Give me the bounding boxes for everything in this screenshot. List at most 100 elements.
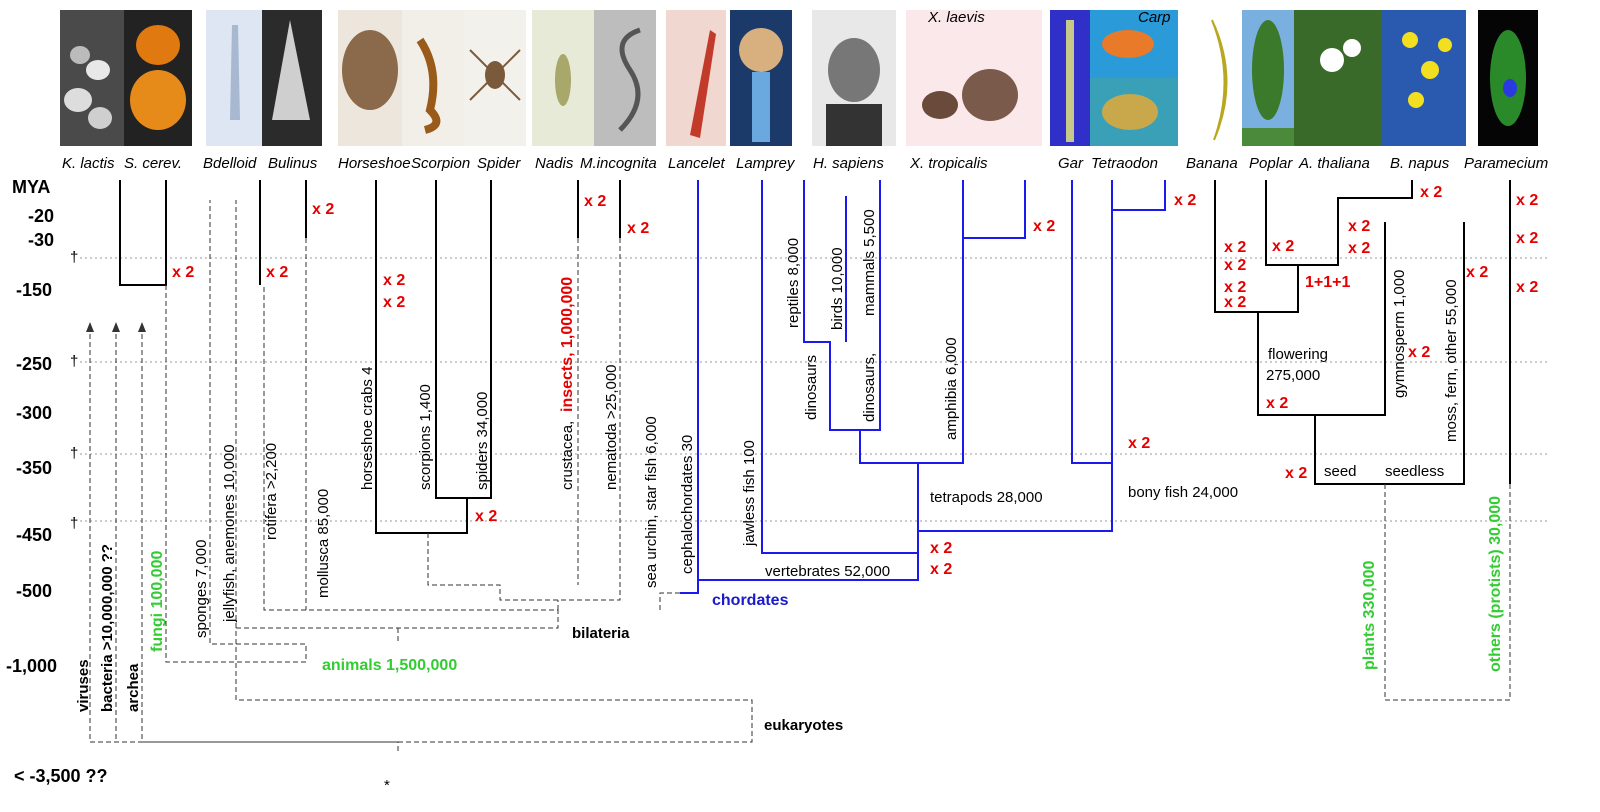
dinosaurs-label-2: dinosaurs,	[861, 353, 878, 422]
duplication-marker: x 2	[930, 561, 952, 578]
rotifer-photo	[206, 10, 262, 146]
nematode-photo	[594, 10, 656, 146]
horseshoe-crabs-label: horseshoe crabs 4	[359, 367, 376, 490]
archea-label: archea	[125, 663, 142, 712]
species-label: Gar	[1058, 155, 1084, 172]
species-label: A. thaliana	[1298, 155, 1370, 172]
photo-strip	[60, 10, 1538, 146]
species-label: Banana	[1186, 155, 1238, 172]
duplication-marker: x 2	[1266, 395, 1288, 412]
yeast-photo	[60, 10, 192, 146]
nematoda-label: nematoda >25,000	[603, 364, 620, 490]
species-label: Poplar	[1249, 155, 1293, 172]
duplication-marker: x 2	[1224, 257, 1246, 274]
gymnosperm-label: gymnosperm 1,000	[1391, 270, 1408, 398]
duplication-markers: x 2 x 2 x 2 x 2 x 2 x 2 x 2 x 2 x 2 x 2 …	[172, 184, 1538, 578]
species-label: Tetraodon	[1091, 155, 1158, 172]
duplication-marker: x 2	[1408, 344, 1430, 361]
lamprey-mouth-photo	[730, 10, 792, 146]
duplication-marker: x 2	[1348, 218, 1370, 235]
carp-caption: Carp	[1138, 9, 1171, 26]
duplication-marker: x 2	[1420, 184, 1442, 201]
lancelet-photo	[666, 10, 726, 146]
spider-photo	[464, 10, 526, 146]
species-label: Horseshoe	[338, 155, 411, 172]
poplar-tree-photo	[1242, 10, 1294, 146]
jawless-fish-label: jawless fish 100	[741, 440, 758, 547]
cephalochordates-label: cephalochordates 30	[679, 435, 696, 574]
axis-tick: -350	[16, 458, 52, 478]
animals-label: animals 1,500,000	[322, 657, 457, 674]
duplication-marker: x 2	[312, 201, 334, 218]
species-label: Bulinus	[268, 155, 318, 172]
duplication-marker: x 2	[627, 220, 649, 237]
duplication-marker: x 2	[1272, 238, 1294, 255]
horseshoe-crab-photo	[338, 10, 402, 146]
species-label: M.incognita	[580, 155, 657, 172]
duplication-marker: x 2	[584, 193, 606, 210]
axis-tick: < -3,500 ??	[14, 766, 108, 786]
insects-label: insects, 1,000,000	[559, 277, 576, 412]
carp-photo	[1090, 10, 1178, 78]
xlaevis-caption: X. laevis	[927, 9, 985, 26]
group-labels: viruses bacteria >10,000,000 ?? archea f…	[75, 209, 1504, 712]
species-label: Lamprey	[736, 155, 796, 172]
axis-tick: -300	[16, 403, 52, 423]
extinction-dagger: †	[70, 249, 78, 266]
duplication-marker: x 2	[383, 272, 405, 289]
fungi-label: fungi 100,000	[149, 551, 166, 652]
jellyfish-label: jellyfish, anemones 10,000	[221, 444, 238, 623]
paramecium-photo	[1478, 10, 1538, 146]
scorpions-label: scorpions 1,400	[417, 384, 434, 490]
species-label: Nadis	[535, 155, 574, 172]
flowering-label: flowering	[1268, 346, 1328, 363]
species-label: Bdelloid	[203, 155, 257, 172]
bacteria-label: bacteria >10,000,000 ??	[99, 544, 116, 712]
frog-photo	[906, 10, 1042, 146]
amphibia-label: amphibia 6,000	[943, 337, 960, 440]
species-labels: K. lactis S. cerev. Bdelloid Bulinus Hor…	[62, 155, 1548, 172]
duplication-marker: x 2	[1466, 264, 1488, 281]
insect-photo	[532, 10, 594, 146]
root-asterisk: *	[384, 777, 390, 794]
species-label: Spider	[477, 155, 521, 172]
species-label: S. cerev.	[124, 155, 182, 172]
axis-tick: -500	[16, 581, 52, 601]
rapeseed-flower-photo	[1382, 10, 1466, 146]
tree-blue-chordates	[680, 180, 1166, 594]
tetrapods-label: tetrapods 28,000	[930, 489, 1043, 506]
axis-title: MYA	[12, 177, 50, 197]
extinction-dagger: †	[70, 353, 78, 370]
duplication-marker: x 2	[1516, 192, 1538, 209]
dinosaurs-label: dinosaurs	[803, 355, 820, 420]
triplication-marker: 1+1+1	[1305, 274, 1350, 291]
species-label: B. napus	[1390, 155, 1450, 172]
species-label: Scorpion	[411, 155, 470, 172]
crustacea-label: crustacea,	[559, 421, 576, 490]
axis-tick: -30	[28, 230, 54, 250]
bonyfish-label: bony fish 24,000	[1128, 484, 1238, 501]
species-label: Paramecium	[1464, 155, 1548, 172]
duplication-marker: x 2	[475, 508, 497, 525]
mollusca-label: mollusca 85,000	[315, 489, 332, 598]
viruses-label: viruses	[75, 659, 92, 712]
flowering-count: 275,000	[1266, 367, 1320, 384]
duplication-marker: x 2	[1128, 435, 1150, 452]
duplication-marker: x 2	[1224, 279, 1246, 296]
extinction-dagger: †	[70, 445, 78, 462]
birds-label: birds 10,000	[829, 247, 846, 330]
snail-shell-photo	[262, 10, 322, 146]
species-label: K. lactis	[62, 155, 115, 172]
axis-tick: -1,000	[6, 656, 57, 676]
duplication-marker: x 2	[172, 264, 194, 281]
origin-arrows	[86, 322, 146, 332]
time-axis: MYA -20 -30 -150 -250 -300 -350 -450 -50…	[6, 177, 108, 786]
duplication-marker: x 2	[1224, 239, 1246, 256]
arabidopsis-flower-photo	[1294, 10, 1382, 146]
duplication-marker: x 2	[266, 264, 288, 281]
duplication-marker: x 2	[1516, 279, 1538, 296]
duplication-marker: x 2	[930, 540, 952, 557]
sponges-label: sponges 7,000	[193, 540, 210, 638]
axis-tick: -20	[28, 206, 54, 226]
duplication-marker: x 2	[1224, 294, 1246, 311]
